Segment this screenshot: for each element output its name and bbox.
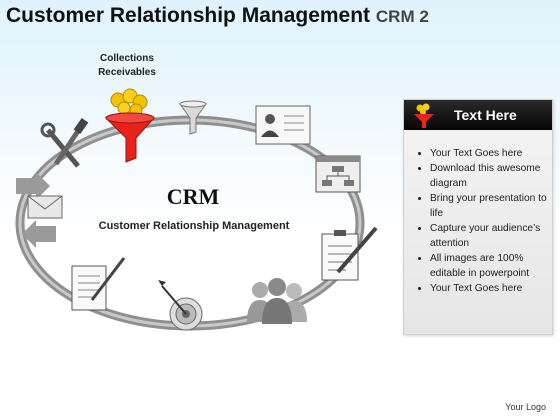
crm-center-subtitle: Customer Relationship Management — [98, 220, 290, 232]
funnel-coins-icon — [414, 103, 434, 128]
logo-text: Your Logo — [505, 402, 546, 412]
list-item: Your Text Goes here — [430, 281, 548, 296]
text-panel-bullets: Your Text Goes here Download this awesom… — [416, 146, 548, 296]
title-main: Customer Relationship Management — [6, 4, 371, 27]
list-item: All images are 100% editable in powerpoi… — [430, 251, 548, 281]
tools-icon — [40, 117, 89, 168]
checklist-icon — [321, 226, 378, 281]
flowchart-window-icon — [315, 155, 361, 193]
list-item: Bring your presentation to life — [430, 191, 548, 221]
mail-exchange-icon — [16, 172, 63, 248]
funnel-coins-icon — [104, 88, 156, 163]
contact-card-icon — [255, 105, 311, 145]
funnel-icon — [179, 100, 207, 135]
document-pen-icon — [71, 257, 126, 311]
target-dart-icon — [158, 280, 203, 331]
list-item: Your Text Goes here — [430, 146, 548, 161]
text-panel-heading: Text Here — [454, 107, 517, 123]
crm-center-title: CRM — [166, 184, 220, 209]
title-subtitle: CRM 2 — [375, 7, 429, 26]
collections-receivables-label: Collections Receivables — [98, 53, 156, 78]
text-panel: Text Here Your Text Goes here Download t… — [403, 99, 553, 335]
list-item: Download this awesome diagram — [430, 161, 548, 191]
people-icon — [247, 278, 307, 324]
list-item: Capture your audience’s attention — [430, 221, 548, 251]
text-panel-header: Text Here — [404, 100, 552, 130]
page-title: Customer Relationship Management CRM 2 — [6, 4, 429, 28]
